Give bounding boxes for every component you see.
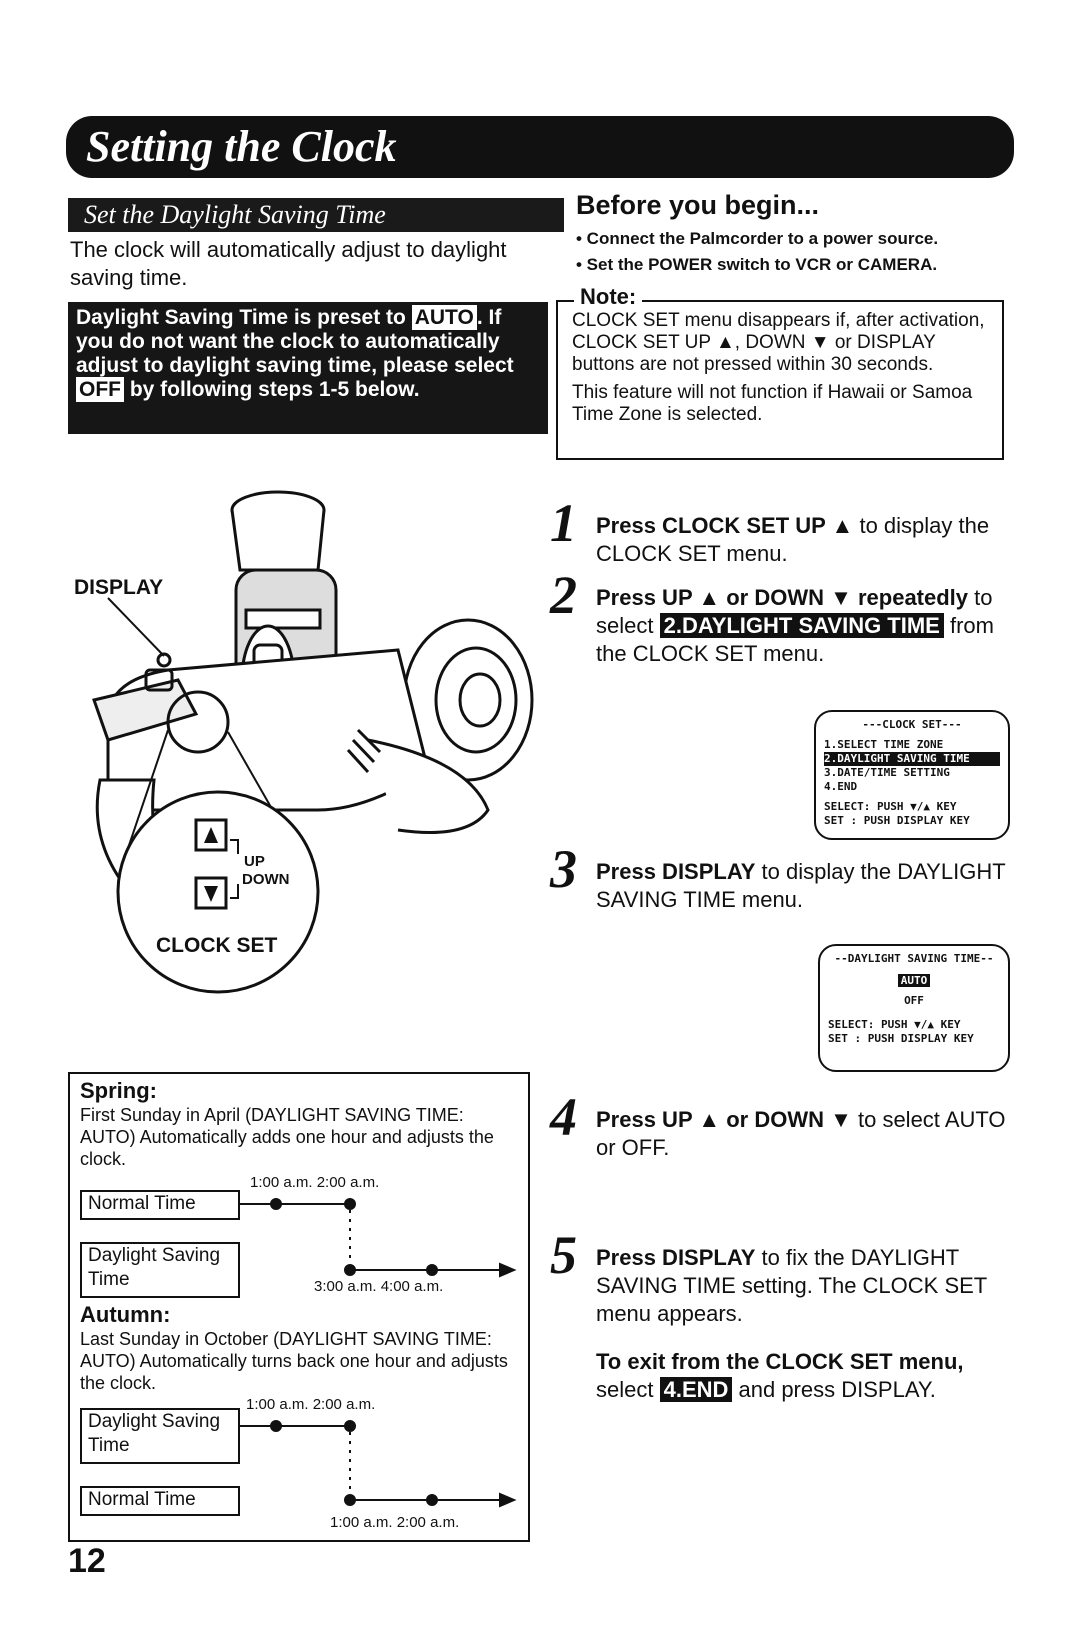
exit-bold: To exit from the CLOCK SET menu, xyxy=(596,1349,964,1374)
menu-title: --DAYLIGHT SAVING TIME-- xyxy=(834,952,994,965)
preset-notice: Daylight Saving Time is preset to AUTO. … xyxy=(68,302,548,434)
display-label: DISPLAY xyxy=(74,576,163,599)
page-number: 12 xyxy=(68,1542,106,1580)
clock-set-menu: ---CLOCK SET--- 1.SELECT TIME ZONE 2.DAY… xyxy=(814,710,1010,840)
step-5: 5 Press DISPLAY to fix the DAYLIGHT SAVI… xyxy=(550,1228,1012,1328)
step-3: 3 Press DISPLAY to display the DAYLIGHT … xyxy=(550,842,1012,914)
daylight-saving-menu: --DAYLIGHT SAVING TIME-- AUTO OFF SELECT… xyxy=(818,944,1010,1072)
daylight-timeline-box: Spring: First Sunday in April (DAYLIGHT … xyxy=(68,1072,530,1542)
step-bold: Press UP ▲ or DOWN ▼ xyxy=(596,1107,852,1132)
timeline-lines xyxy=(240,1198,517,1508)
step-number: 1 xyxy=(550,493,577,553)
step-bold: Press CLOCK SET UP ▲ xyxy=(596,513,854,538)
note-paragraph: This feature will not function if Hawaii… xyxy=(572,382,973,425)
spring-normal-label: Normal Time xyxy=(80,1190,240,1220)
autumn-normal-label: Normal Time xyxy=(80,1486,240,1516)
note-label: Note: xyxy=(574,284,643,310)
section-subtitle: Set the Daylight Saving Time xyxy=(68,198,564,232)
autumn-text: Last Sunday in October (DAYLIGHT SAVING … xyxy=(80,1329,508,1393)
step-number: 5 xyxy=(550,1225,577,1285)
menu-auto-option: AUTO xyxy=(897,974,931,987)
section-intro: The clock will automatically adjust to d… xyxy=(70,237,507,290)
step-bold: Press DISPLAY xyxy=(596,859,756,884)
step-rest: to fix the DAYLIGHT SAVING TIME setting.… xyxy=(596,1245,987,1326)
step-1: 1 Press CLOCK SET UP ▲ to display the CL… xyxy=(550,496,1012,568)
menu-select-line: SELECT: PUSH ▼/▲ KEY xyxy=(828,1018,961,1031)
step-number: 4 xyxy=(550,1087,577,1147)
spring-heading: Spring: xyxy=(80,1078,157,1103)
before-item: • Set the POWER switch to VCR or CAMERA. xyxy=(576,255,938,274)
step-number: 2 xyxy=(550,565,577,625)
step-bold: Press DISPLAY xyxy=(596,1245,756,1270)
autumn-bottom-times: 1:00 a.m. 2:00 a.m. xyxy=(330,1514,460,1531)
before-list: • Connect the Palmcorder to a power sour… xyxy=(576,226,1016,278)
note-paragraph: CLOCK SET menu disappears if, after acti… xyxy=(572,310,985,375)
step-number: 3 xyxy=(550,839,577,899)
daylight-saving-tag: 2.DAYLIGHT SAVING TIME xyxy=(659,613,944,638)
step-rest: to select AUTO or OFF. xyxy=(596,1107,1006,1160)
spring-dst-label: Daylight Saving Time xyxy=(80,1242,240,1298)
menu-title: ---CLOCK SET--- xyxy=(862,718,962,731)
step-pre: to select xyxy=(596,585,993,638)
note-box: CLOCK SET menu disappears if, after acti… xyxy=(556,300,1004,460)
autumn-top-times: 1:00 a.m. 2:00 a.m. xyxy=(246,1396,376,1413)
step-bold: Press UP ▲ or DOWN ▼ repeatedly xyxy=(596,585,969,610)
menu-item: 4.END xyxy=(824,780,858,793)
preset-text-1: Daylight Saving Time is preset to xyxy=(76,306,412,329)
step-rest: to display the DAYLIGHT SAVING TIME menu… xyxy=(596,859,1006,912)
end-tag: 4.END xyxy=(659,1377,733,1402)
before-heading: Before you begin... xyxy=(576,190,820,220)
menu-item: 1.SELECT TIME ZONE xyxy=(824,738,944,751)
spring-bottom-times: 3:00 a.m. 4:00 a.m. xyxy=(314,1278,444,1295)
preset-text-2: . If you do not want the clock to automa… xyxy=(76,306,514,377)
exit-pre: select xyxy=(596,1377,660,1402)
camcorder-illustration: DISPLAY UP DOWN CLOCK SET xyxy=(74,490,534,994)
clock-set-label: CLOCK SET xyxy=(156,934,278,957)
preset-text-3: by following steps 1-5 below. xyxy=(124,378,420,401)
exit-rest: and press DISPLAY. xyxy=(732,1377,936,1402)
step-rest: to display the CLOCK SET menu. xyxy=(596,513,990,566)
menu-off-option: OFF xyxy=(904,994,924,1007)
step-rest: from the CLOCK SET menu. xyxy=(596,613,994,666)
autumn-heading: Autumn: xyxy=(80,1302,171,1327)
spring-top-times: 1:00 a.m. 2:00 a.m. xyxy=(250,1174,380,1191)
menu-select-line: SELECT: PUSH ▼/▲ KEY xyxy=(824,800,957,813)
down-label: DOWN xyxy=(242,871,290,888)
menu-item: 3.DATE/TIME SETTING xyxy=(824,766,950,779)
before-item: • Connect the Palmcorder to a power sour… xyxy=(576,229,939,248)
step-4: 4 Press UP ▲ or DOWN ▼ to select AUTO or… xyxy=(550,1090,1012,1162)
up-label: UP xyxy=(244,853,265,870)
menu-item-selected: 2.DAYLIGHT SAVING TIME xyxy=(824,752,1000,766)
spring-text: First Sunday in April (DAYLIGHT SAVING T… xyxy=(80,1105,494,1169)
exit-instruction: To exit from the CLOCK SET menu, select … xyxy=(562,1348,1012,1404)
off-tag: OFF xyxy=(76,377,124,402)
menu-set-line: SET : PUSH DISPLAY KEY xyxy=(824,814,970,827)
page-title: Setting the Clock xyxy=(66,116,1014,178)
step-2: 2 Press UP ▲ or DOWN ▼ repeatedly to sel… xyxy=(550,568,1012,668)
menu-set-line: SET : PUSH DISPLAY KEY xyxy=(828,1032,974,1045)
autumn-dst-label: Daylight Saving Time xyxy=(80,1408,240,1464)
auto-tag: AUTO xyxy=(411,305,477,330)
